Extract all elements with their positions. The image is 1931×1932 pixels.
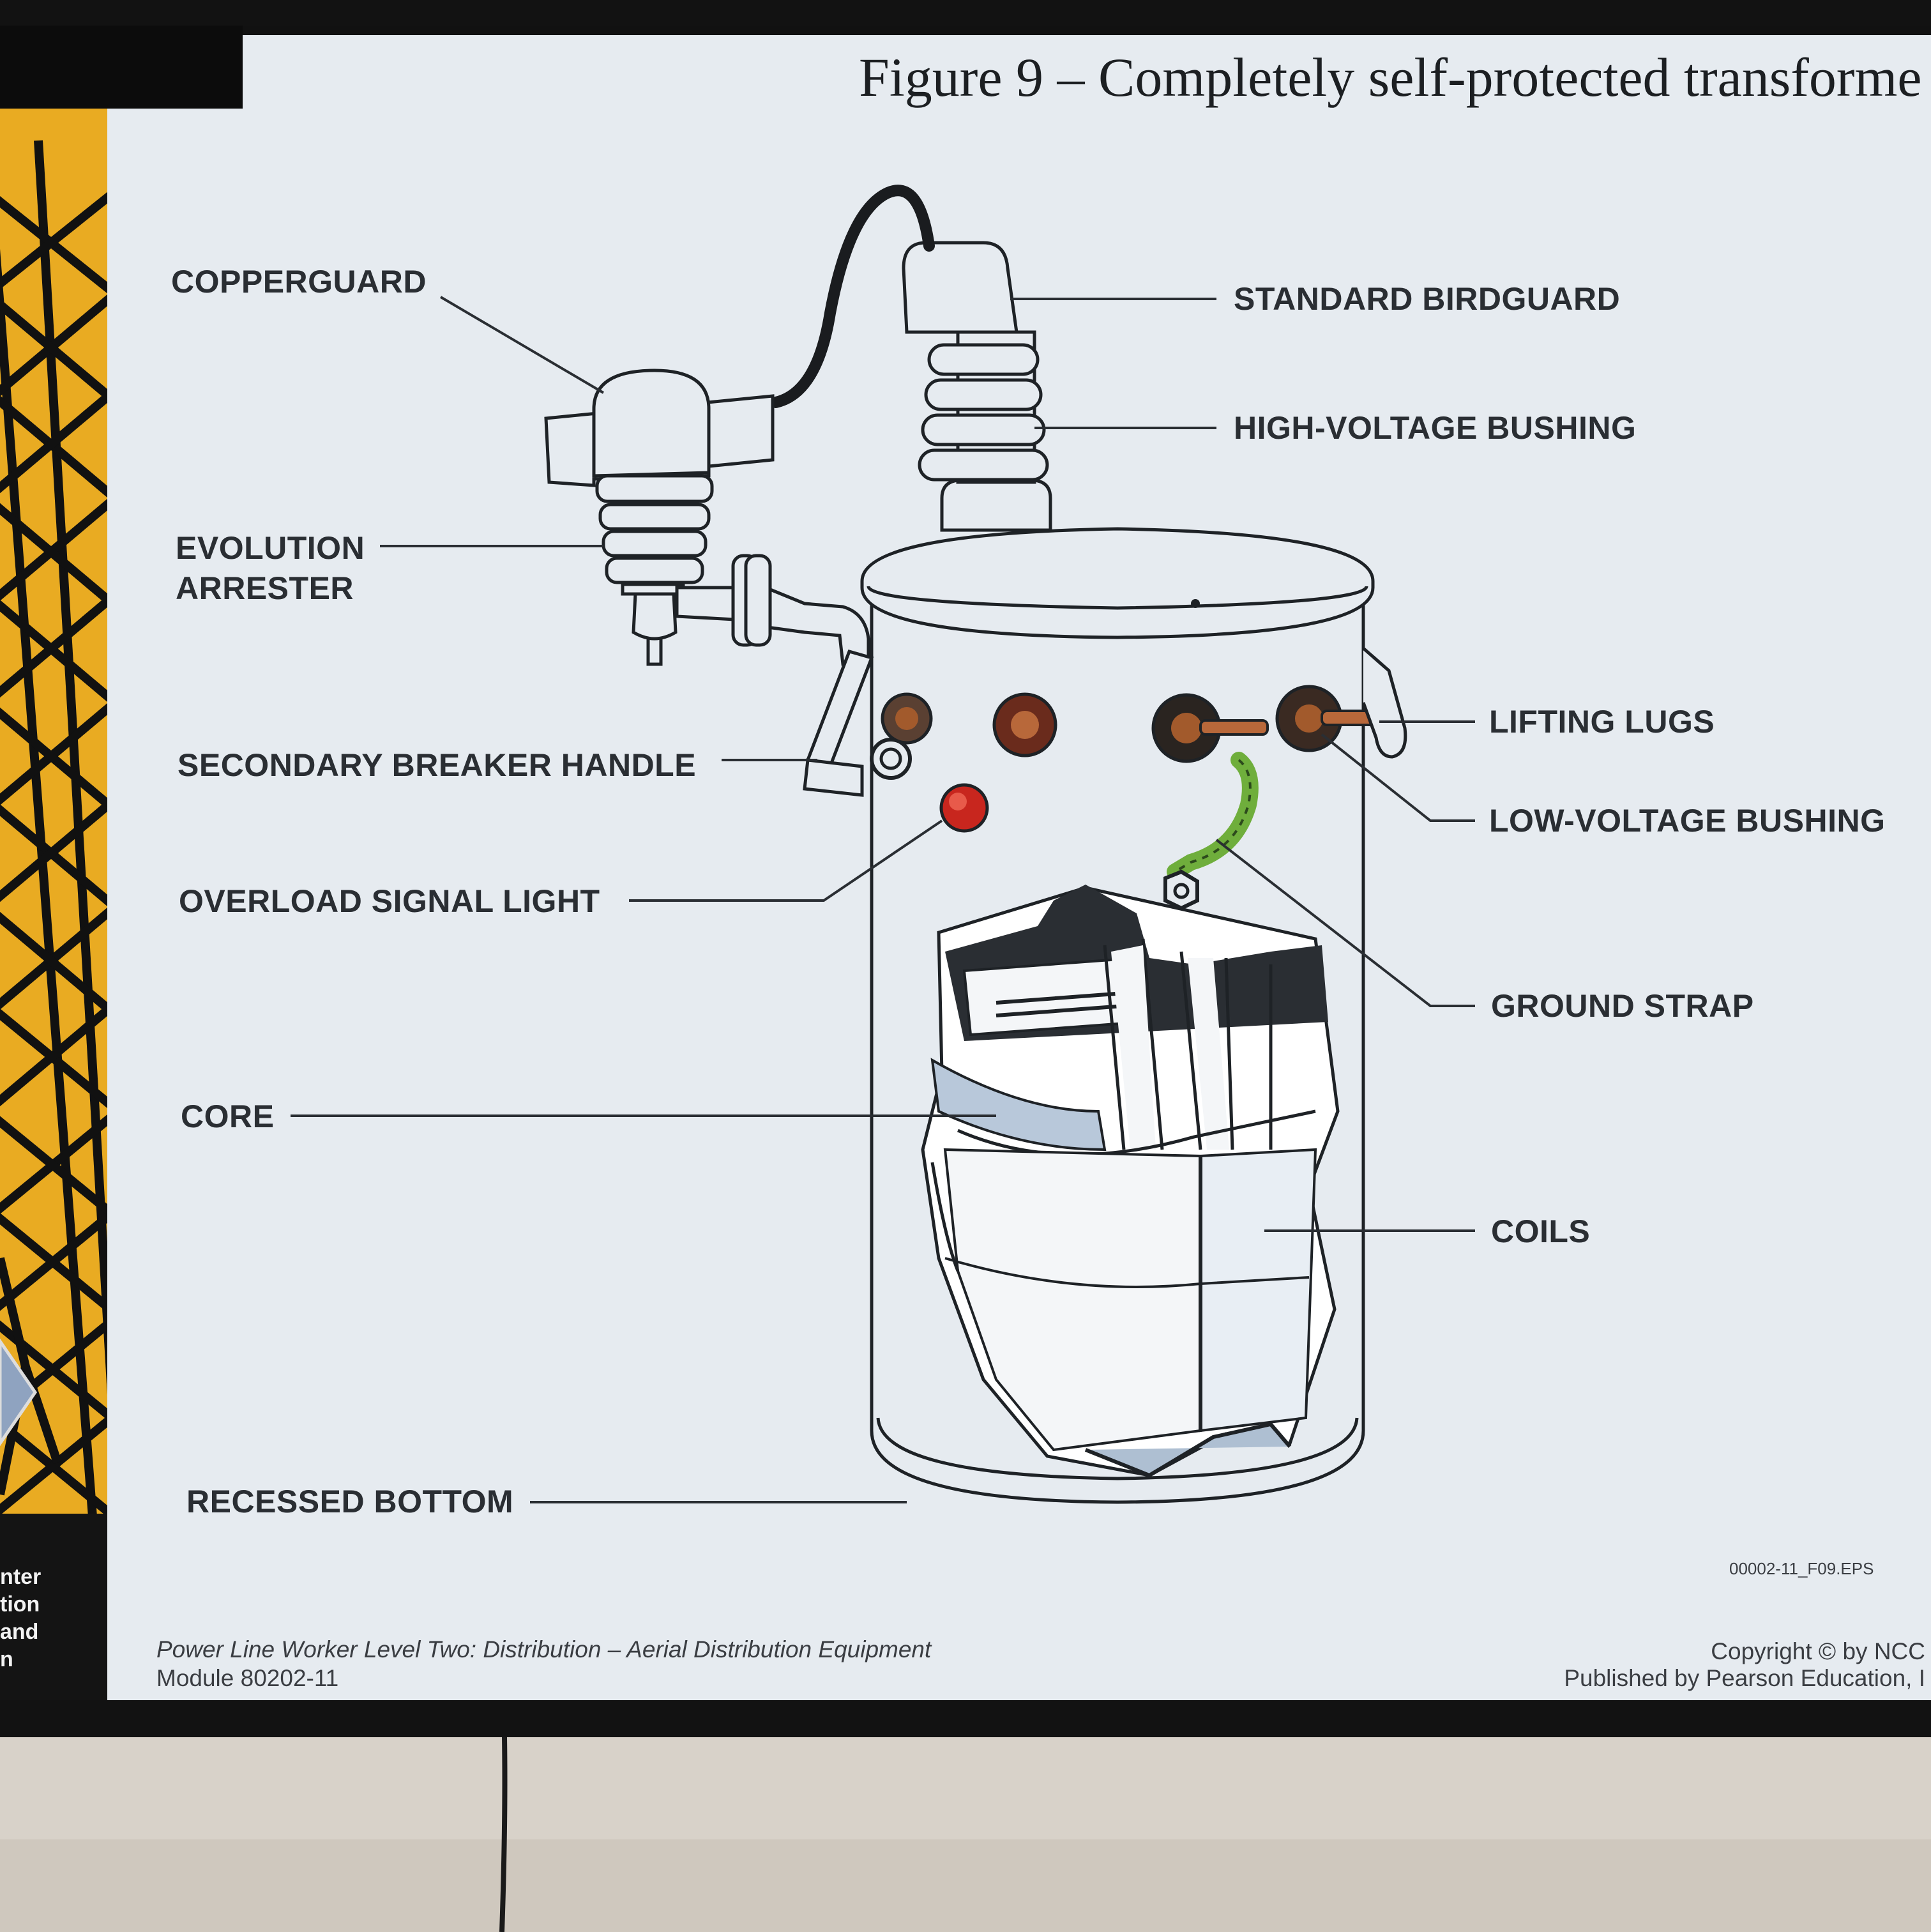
- hv-lead-wire: [770, 185, 935, 408]
- label-ground-strap: GROUND STRAP: [1491, 988, 1754, 1024]
- label-copperguard: COPPERGUARD: [171, 264, 427, 300]
- sidebar-text-2: tion: [0, 1592, 40, 1616]
- label-evolution-arrester-1: EVOLUTION: [176, 530, 365, 566]
- logo-badge-icon: [0, 1338, 38, 1447]
- sidebar-text-1: nter: [0, 1565, 41, 1589]
- file-code: 00002-11_F09.EPS: [1729, 1559, 1874, 1578]
- secondary-breaker-handle: [803, 649, 912, 797]
- monitor-screen: nter tion and n Figure 9 – Completely se…: [0, 26, 1931, 1700]
- core-and-coils-cutaway: [921, 885, 1340, 1478]
- figure-title: Figure 9 – Completely self-protected tra…: [859, 47, 1922, 108]
- footer-course-line: Power Line Worker Level Two: Distributio…: [156, 1636, 932, 1662]
- evolution-arrester: [544, 369, 870, 666]
- label-core: CORE: [181, 1099, 274, 1134]
- lid-rivet: [1191, 599, 1200, 608]
- tank-lid: [860, 527, 1375, 639]
- label-secondary-breaker-handle: SECONDARY BREAKER HANDLE: [178, 747, 696, 783]
- ground-strap: [1163, 752, 1259, 911]
- monitor-bezel: nter tion and n Figure 9 – Completely se…: [0, 0, 1931, 1737]
- label-standard-birdguard: STANDARD BIRDGUARD: [1234, 281, 1620, 317]
- standard-birdguard: [902, 241, 1019, 334]
- label-high-voltage-bushing: HIGH-VOLTAGE BUSHING: [1234, 410, 1636, 446]
- ground-strap-nut-icon: [1163, 869, 1199, 911]
- slide-canvas: nter tion and n Figure 9 – Completely se…: [0, 26, 1931, 1700]
- transformer-illustration: [544, 185, 1407, 1504]
- label-evolution-arrester-2: ARRESTER: [176, 570, 354, 606]
- sidebar-panel: nter tion and n: [0, 26, 243, 1700]
- label-recessed-bottom: RECESSED BOTTOM: [186, 1484, 513, 1519]
- leader-lines: [291, 296, 1475, 1503]
- footer-published: Published by Pearson Education, I: [1564, 1665, 1925, 1691]
- footer-module-line: Module 80202-11: [156, 1665, 338, 1691]
- sidebar-text-3: and: [0, 1620, 38, 1644]
- label-lifting-lugs: LIFTING LUGS: [1489, 704, 1715, 740]
- lifting-lug: [1361, 647, 1407, 759]
- footer-copyright: Copyright © by NCC: [1711, 1638, 1925, 1664]
- label-low-voltage-bushing: LOW-VOLTAGE BUSHING: [1489, 803, 1886, 839]
- low-voltage-bushings: [881, 685, 1381, 763]
- label-overload-signal-light: OVERLOAD SIGNAL LIGHT: [179, 883, 600, 919]
- label-coils: COILS: [1491, 1213, 1590, 1249]
- overload-signal-light: [939, 783, 989, 833]
- sidebar-text-4: n: [0, 1647, 13, 1671]
- slide-title-band: [243, 35, 1931, 109]
- high-voltage-bushing: [770, 185, 1052, 532]
